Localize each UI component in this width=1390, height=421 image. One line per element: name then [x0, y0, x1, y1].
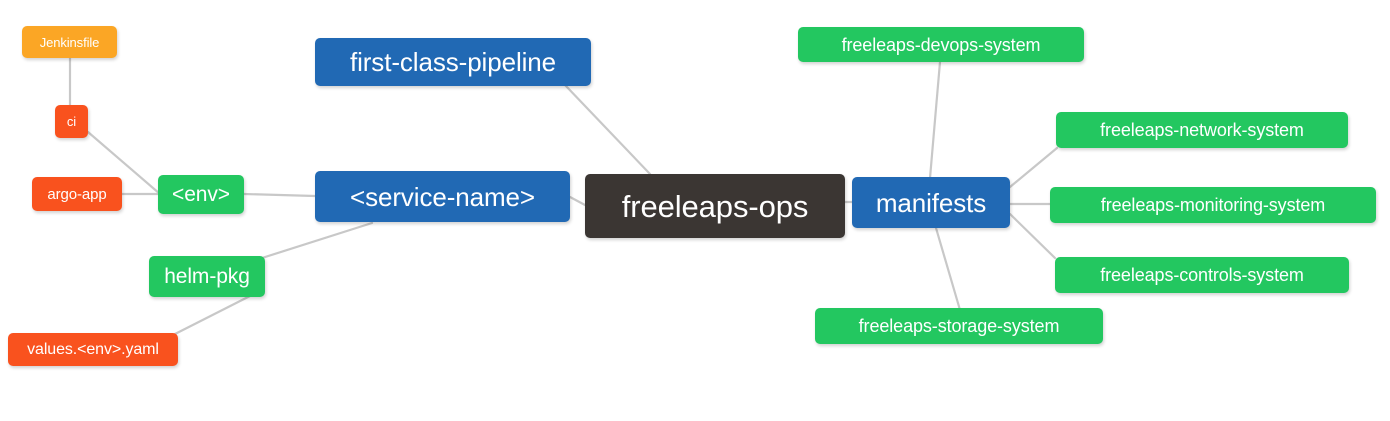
node-manifests[interactable]: manifests — [852, 177, 1010, 228]
node-root-freeleaps-ops[interactable]: freeleaps-ops — [585, 174, 845, 238]
edge-valuesyaml-helmpkg — [173, 294, 252, 336]
node-label: first-class-pipeline — [349, 47, 557, 77]
node-service-name[interactable]: <service-name> — [315, 171, 570, 222]
node-freeleaps-monitoring-system[interactable]: freeleaps-monitoring-system — [1050, 187, 1376, 223]
edge-devops-manifests — [928, 60, 942, 180]
node-label: Jenkinsfile — [39, 34, 100, 50]
node-label: helm-pkg — [164, 265, 250, 288]
node-label: freeleaps-devops-system — [841, 34, 1041, 55]
edge-servicename-root — [568, 195, 587, 207]
node-label: ci — [66, 114, 77, 129]
node-helm-pkg[interactable]: helm-pkg — [149, 256, 265, 297]
node-label: freeleaps-monitoring-system — [1100, 195, 1326, 215]
node-label: freeleaps-ops — [621, 188, 809, 224]
edge-pipeline-root — [563, 83, 652, 176]
node-first-class-pipeline[interactable]: first-class-pipeline — [315, 38, 591, 86]
edge-env-servicename — [242, 192, 317, 198]
node-label: freeleaps-controls-system — [1100, 265, 1304, 285]
edge-network-manifests — [1008, 146, 1059, 189]
node-env[interactable]: <env> — [158, 175, 244, 214]
node-jenkinsfile[interactable]: Jenkinsfile — [22, 26, 117, 58]
node-label: <service-name> — [349, 181, 536, 212]
edge-storage-manifests — [934, 226, 962, 312]
node-freeleaps-controls-system[interactable]: freeleaps-controls-system — [1055, 257, 1349, 293]
edge-helmpkg-servicename — [260, 221, 374, 260]
node-label: freeleaps-storage-system — [858, 316, 1060, 336]
node-values-yaml[interactable]: values.<env>.yaml — [8, 333, 178, 366]
edge-controls-manifests — [1008, 212, 1057, 260]
node-label: values.<env>.yaml — [27, 340, 159, 358]
node-ci[interactable]: ci — [55, 105, 88, 138]
node-argo-app[interactable]: argo-app — [32, 177, 122, 211]
node-freeleaps-storage-system[interactable]: freeleaps-storage-system — [815, 308, 1103, 344]
node-label: freeleaps-network-system — [1100, 120, 1304, 140]
node-freeleaps-network-system[interactable]: freeleaps-network-system — [1056, 112, 1348, 148]
node-label: <env> — [172, 183, 230, 206]
node-freeleaps-devops-system[interactable]: freeleaps-devops-system — [798, 27, 1084, 62]
node-label: manifests — [875, 187, 987, 218]
node-label: argo-app — [47, 185, 107, 203]
